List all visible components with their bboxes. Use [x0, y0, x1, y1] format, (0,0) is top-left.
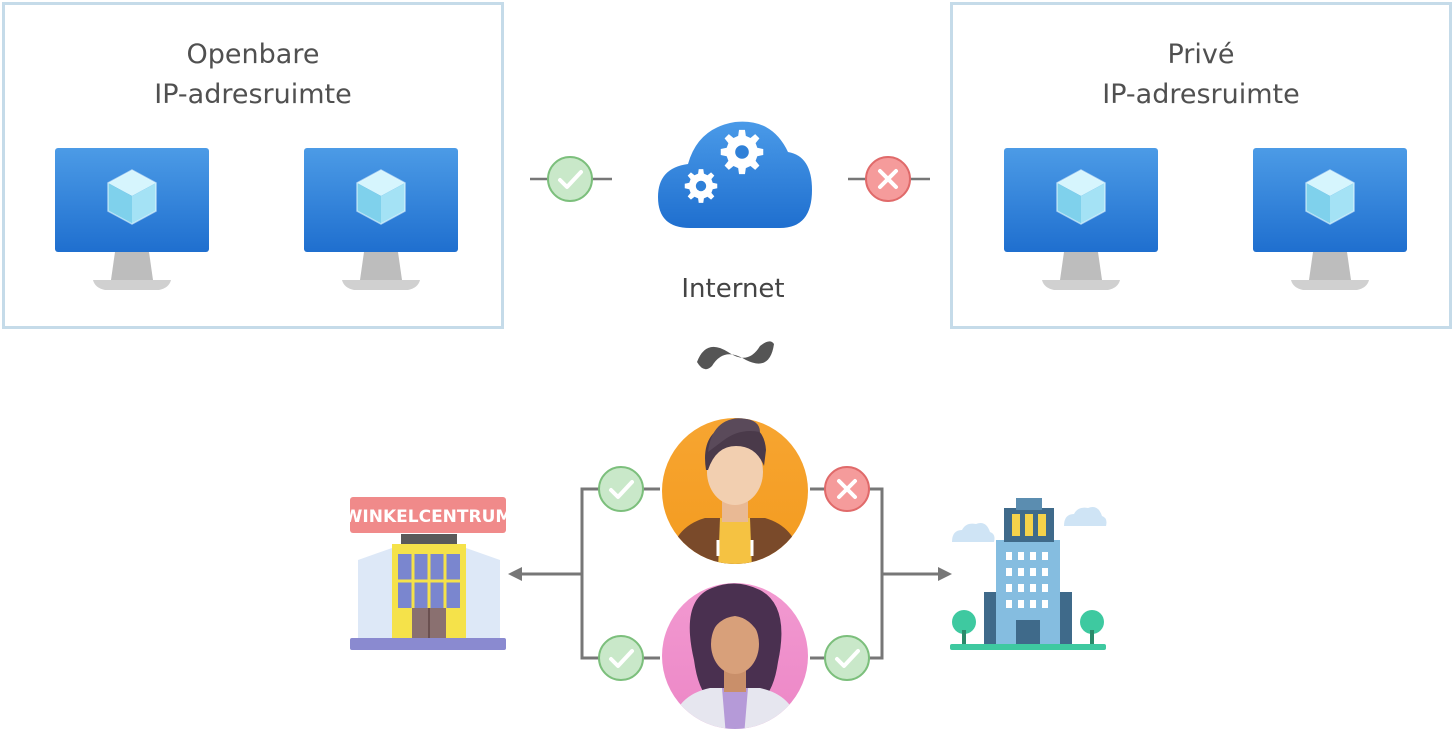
private-vm-monitor-2 — [1252, 147, 1408, 291]
private-title-line1: Privé — [1167, 39, 1235, 70]
mall-sign: WINKELCENTRUM — [344, 497, 513, 533]
internet-label: Internet — [681, 274, 784, 304]
arrow-to-office — [938, 567, 952, 581]
arrow-to-mall — [508, 567, 522, 581]
analogy-tilde-icon — [697, 341, 774, 370]
public-ip-space-title: Openbare IP-adresruimte — [5, 35, 501, 115]
mall-building-icon — [350, 534, 506, 650]
cloud-gears-icon — [658, 121, 812, 228]
private-title-line2: IP-adresruimte — [1102, 79, 1300, 110]
man-to-office-cross-icon — [823, 465, 871, 513]
public-vm-monitor-1 — [54, 147, 210, 291]
office-building-icon — [950, 498, 1107, 650]
private-vm-monitor-1 — [1003, 147, 1159, 291]
woman-avatar — [662, 583, 808, 729]
woman-to-office-check-icon — [823, 634, 871, 682]
public-title-line2: IP-adresruimte — [154, 79, 352, 110]
man-avatar — [662, 418, 808, 564]
public-title-line1: Openbare — [186, 39, 320, 70]
allowed-check-icon — [546, 155, 594, 203]
mall-sign-text: WINKELCENTRUM — [344, 507, 513, 527]
denied-cross-icon — [864, 155, 912, 203]
public-vm-monitor-2 — [303, 147, 459, 291]
private-ip-space-title: Privé IP-adresruimte — [953, 35, 1449, 115]
man-to-mall-check-icon — [597, 465, 645, 513]
woman-to-mall-check-icon — [597, 634, 645, 682]
